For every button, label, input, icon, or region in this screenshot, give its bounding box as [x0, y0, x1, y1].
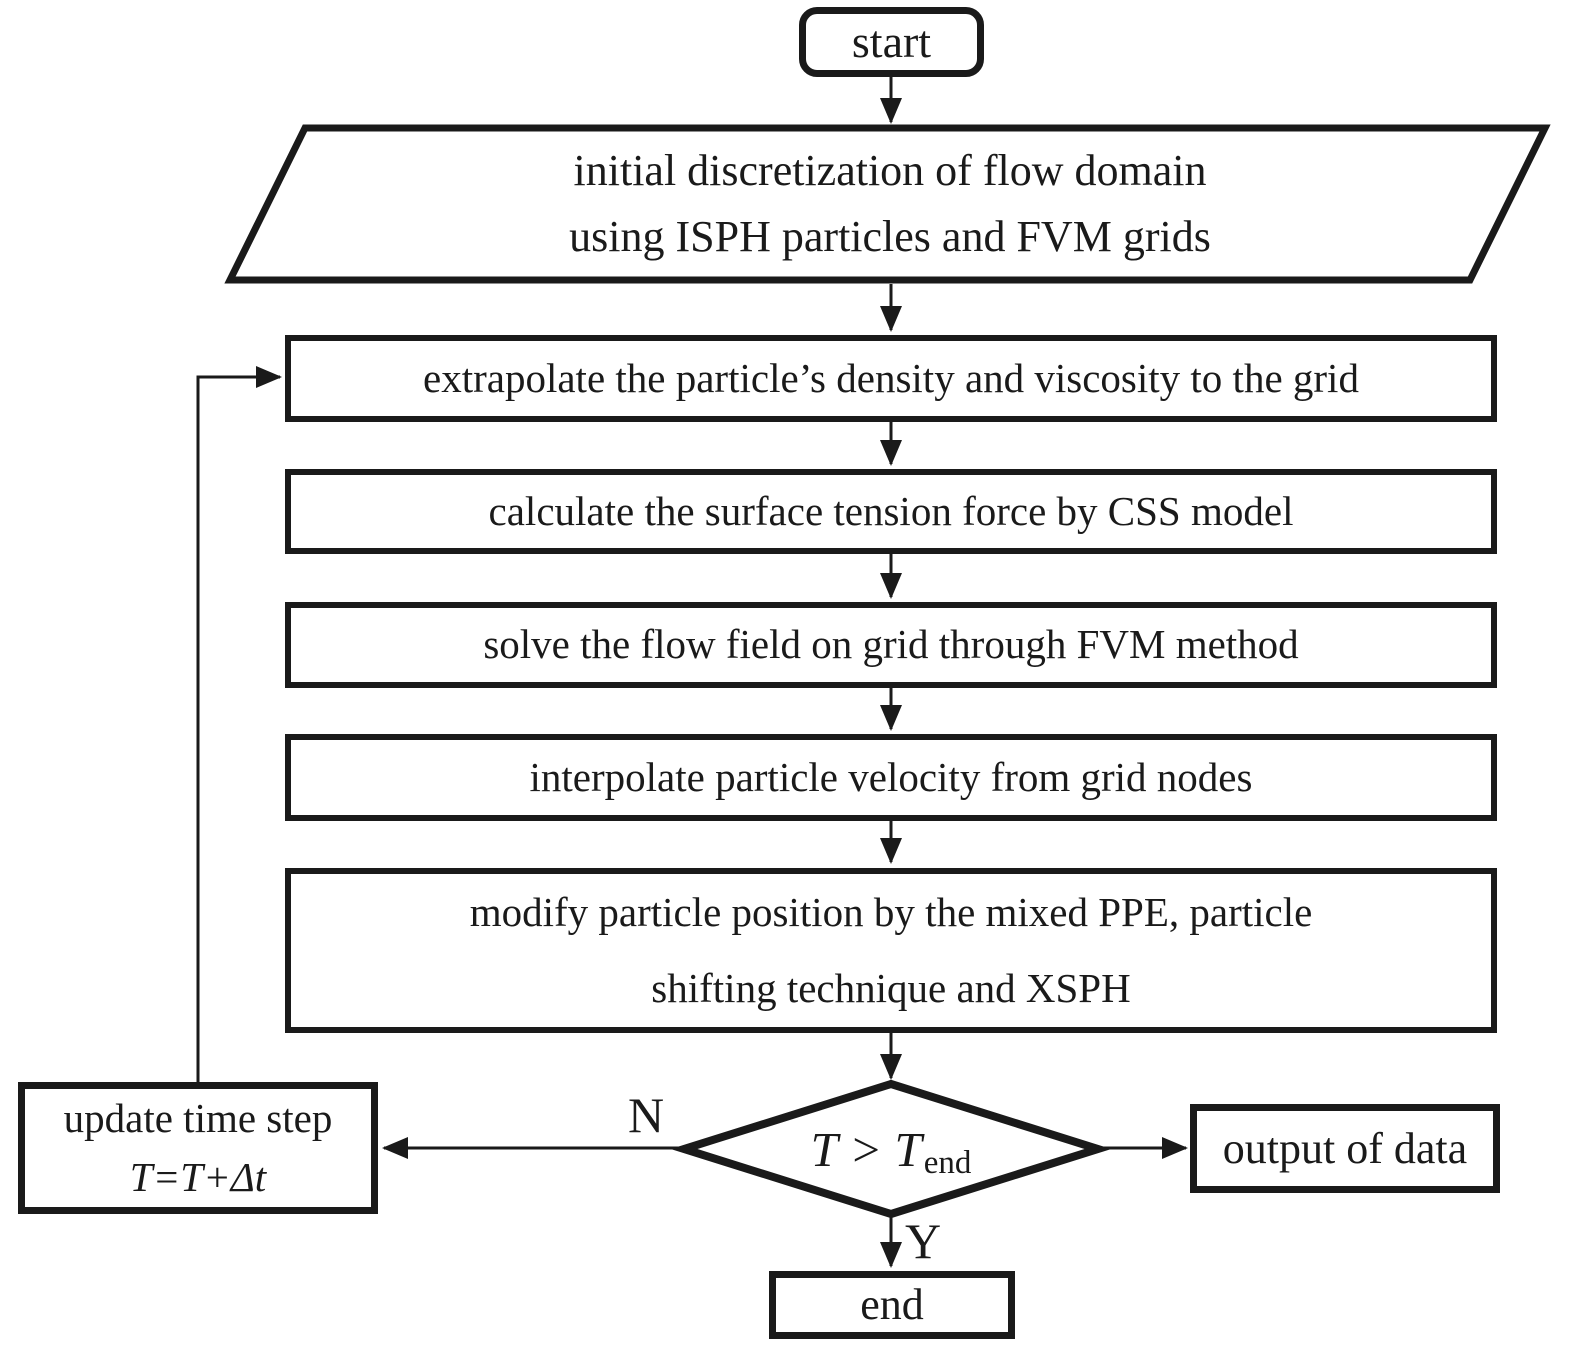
node-end: end: [769, 1271, 1015, 1339]
node-solve-fvm: solve the flow field on grid through FVM…: [285, 602, 1497, 688]
end-label: end: [860, 1280, 924, 1330]
decision-diamond-shape: [670, 1079, 1112, 1219]
node-surface-tension: calculate the surface tension force by C…: [285, 469, 1497, 554]
solve-fvm-label: solve the flow field on grid through FVM…: [483, 621, 1299, 668]
update-line1: update time step: [63, 1094, 333, 1141]
feedback-loop-update-to-extrapolate: [196, 366, 282, 1082]
branch-label-no: N: [628, 1087, 665, 1143]
extrapolate-label: extrapolate the particle’s density and v…: [423, 354, 1359, 401]
modify-line1: modify particle position by the mixed PP…: [469, 888, 1313, 935]
decision-subscript: end: [923, 1144, 972, 1181]
node-start: start: [799, 7, 984, 77]
node-output-data: output of data: [1190, 1104, 1500, 1193]
start-label: start: [851, 15, 932, 67]
surface-tension-label: calculate the surface tension force by C…: [488, 487, 1294, 534]
output-label: output of data: [1222, 1123, 1468, 1173]
update-line2: T=T+Δt: [129, 1154, 267, 1200]
node-modify-position: modify particle position by the mixed PP…: [285, 868, 1497, 1033]
node-interpolate-velocity: interpolate particle velocity from grid …: [285, 734, 1497, 821]
branch-label-yes: Y: [905, 1213, 942, 1269]
node-extrapolate: extrapolate the particle’s density and v…: [285, 335, 1497, 422]
decision-expression: T > T: [810, 1121, 922, 1177]
node-update-time-step: update time step T=T+Δt: [18, 1082, 378, 1214]
modify-line2: shifting technique and XSPH: [651, 964, 1131, 1011]
interpolate-label: interpolate particle velocity from grid …: [529, 753, 1253, 800]
init-parallelogram-shape: [224, 124, 1551, 284]
